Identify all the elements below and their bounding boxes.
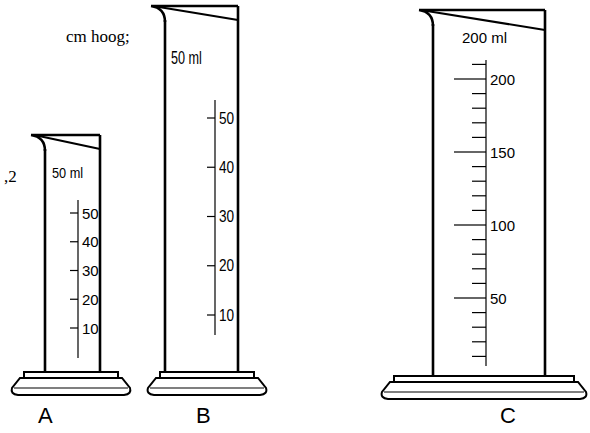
- note-text: cm hoog;: [66, 28, 130, 45]
- scale-number: 10: [219, 307, 234, 324]
- scale-tick: [472, 137, 486, 138]
- scale-tick: [454, 78, 486, 79]
- scale-line: [77, 200, 78, 358]
- scale-tick: [70, 327, 78, 328]
- note-text: ,2: [4, 168, 17, 185]
- scale-tick: [472, 181, 486, 182]
- scale-tick: [207, 216, 215, 217]
- scale-tick: [472, 108, 486, 109]
- scale-tick: [70, 212, 78, 213]
- scale-number: 50: [219, 110, 234, 127]
- scale-tick: [472, 93, 486, 94]
- scale-tick: [472, 64, 486, 65]
- scale-number: 100: [490, 218, 515, 233]
- scale-tick: [454, 224, 486, 225]
- graduated-cylinder: [12, 135, 131, 395]
- base-foot: [12, 378, 131, 395]
- scale-tick: [207, 314, 215, 315]
- cylinder-letter: A: [38, 405, 53, 427]
- base-edge: [150, 387, 264, 388]
- base-edge: [14, 387, 128, 388]
- scale-tick: [472, 166, 486, 167]
- scale-number: 200: [490, 72, 515, 87]
- scale-number: 150: [490, 145, 515, 160]
- capacity-label: 50 ml: [52, 165, 83, 180]
- scale-tick: [472, 356, 486, 357]
- capacity-label: 50 ml: [171, 49, 202, 67]
- scale-tick: [454, 297, 486, 298]
- cylinder-letter: C: [500, 405, 516, 427]
- scale-tick: [70, 241, 78, 242]
- scale-tick: [207, 167, 215, 168]
- cylinder-letter: B: [196, 405, 211, 427]
- scale-number: 20: [219, 257, 234, 274]
- pouring-lip: [151, 6, 238, 22]
- scale-tick: [207, 117, 215, 118]
- base-edge: [384, 391, 584, 392]
- cylinder-wall: [45, 135, 100, 372]
- scale-number: 50: [82, 206, 99, 221]
- cylinder-wall: [165, 6, 238, 372]
- scale-tick: [472, 195, 486, 196]
- cylinder-wall: [433, 10, 545, 376]
- graduated-cylinder: [148, 6, 267, 395]
- capacity-label: 200 ml: [462, 30, 507, 45]
- scale-tick: [472, 210, 486, 211]
- scale-tick: [472, 327, 486, 328]
- scale-number: 20: [82, 292, 99, 307]
- scale-number: 40: [219, 159, 234, 176]
- scale-number: 30: [82, 263, 99, 278]
- scale-tick: [207, 265, 215, 266]
- scale-tick: [472, 283, 486, 284]
- scale-tick: [454, 151, 486, 152]
- scale-tick: [472, 341, 486, 342]
- scale-number: 30: [219, 208, 234, 225]
- scale-line: [214, 100, 215, 335]
- pouring-lip: [31, 135, 100, 151]
- scale-tick: [472, 254, 486, 255]
- scale-number: 40: [82, 234, 99, 249]
- graduated-cylinder: [382, 10, 587, 399]
- rim-edge: [159, 7, 238, 20]
- base-foot: [148, 378, 267, 395]
- rim-edge: [427, 11, 545, 30]
- rim-edge: [39, 136, 100, 149]
- scale-line: [485, 60, 486, 366]
- scale-tick: [70, 299, 78, 300]
- base-foot: [382, 382, 587, 399]
- scale-tick: [70, 270, 78, 271]
- scale-tick: [472, 122, 486, 123]
- scale-number: 10: [82, 321, 99, 336]
- scale-tick: [472, 239, 486, 240]
- scale-tick: [472, 312, 486, 313]
- scale-number: 50: [490, 291, 507, 306]
- scale-tick: [472, 268, 486, 269]
